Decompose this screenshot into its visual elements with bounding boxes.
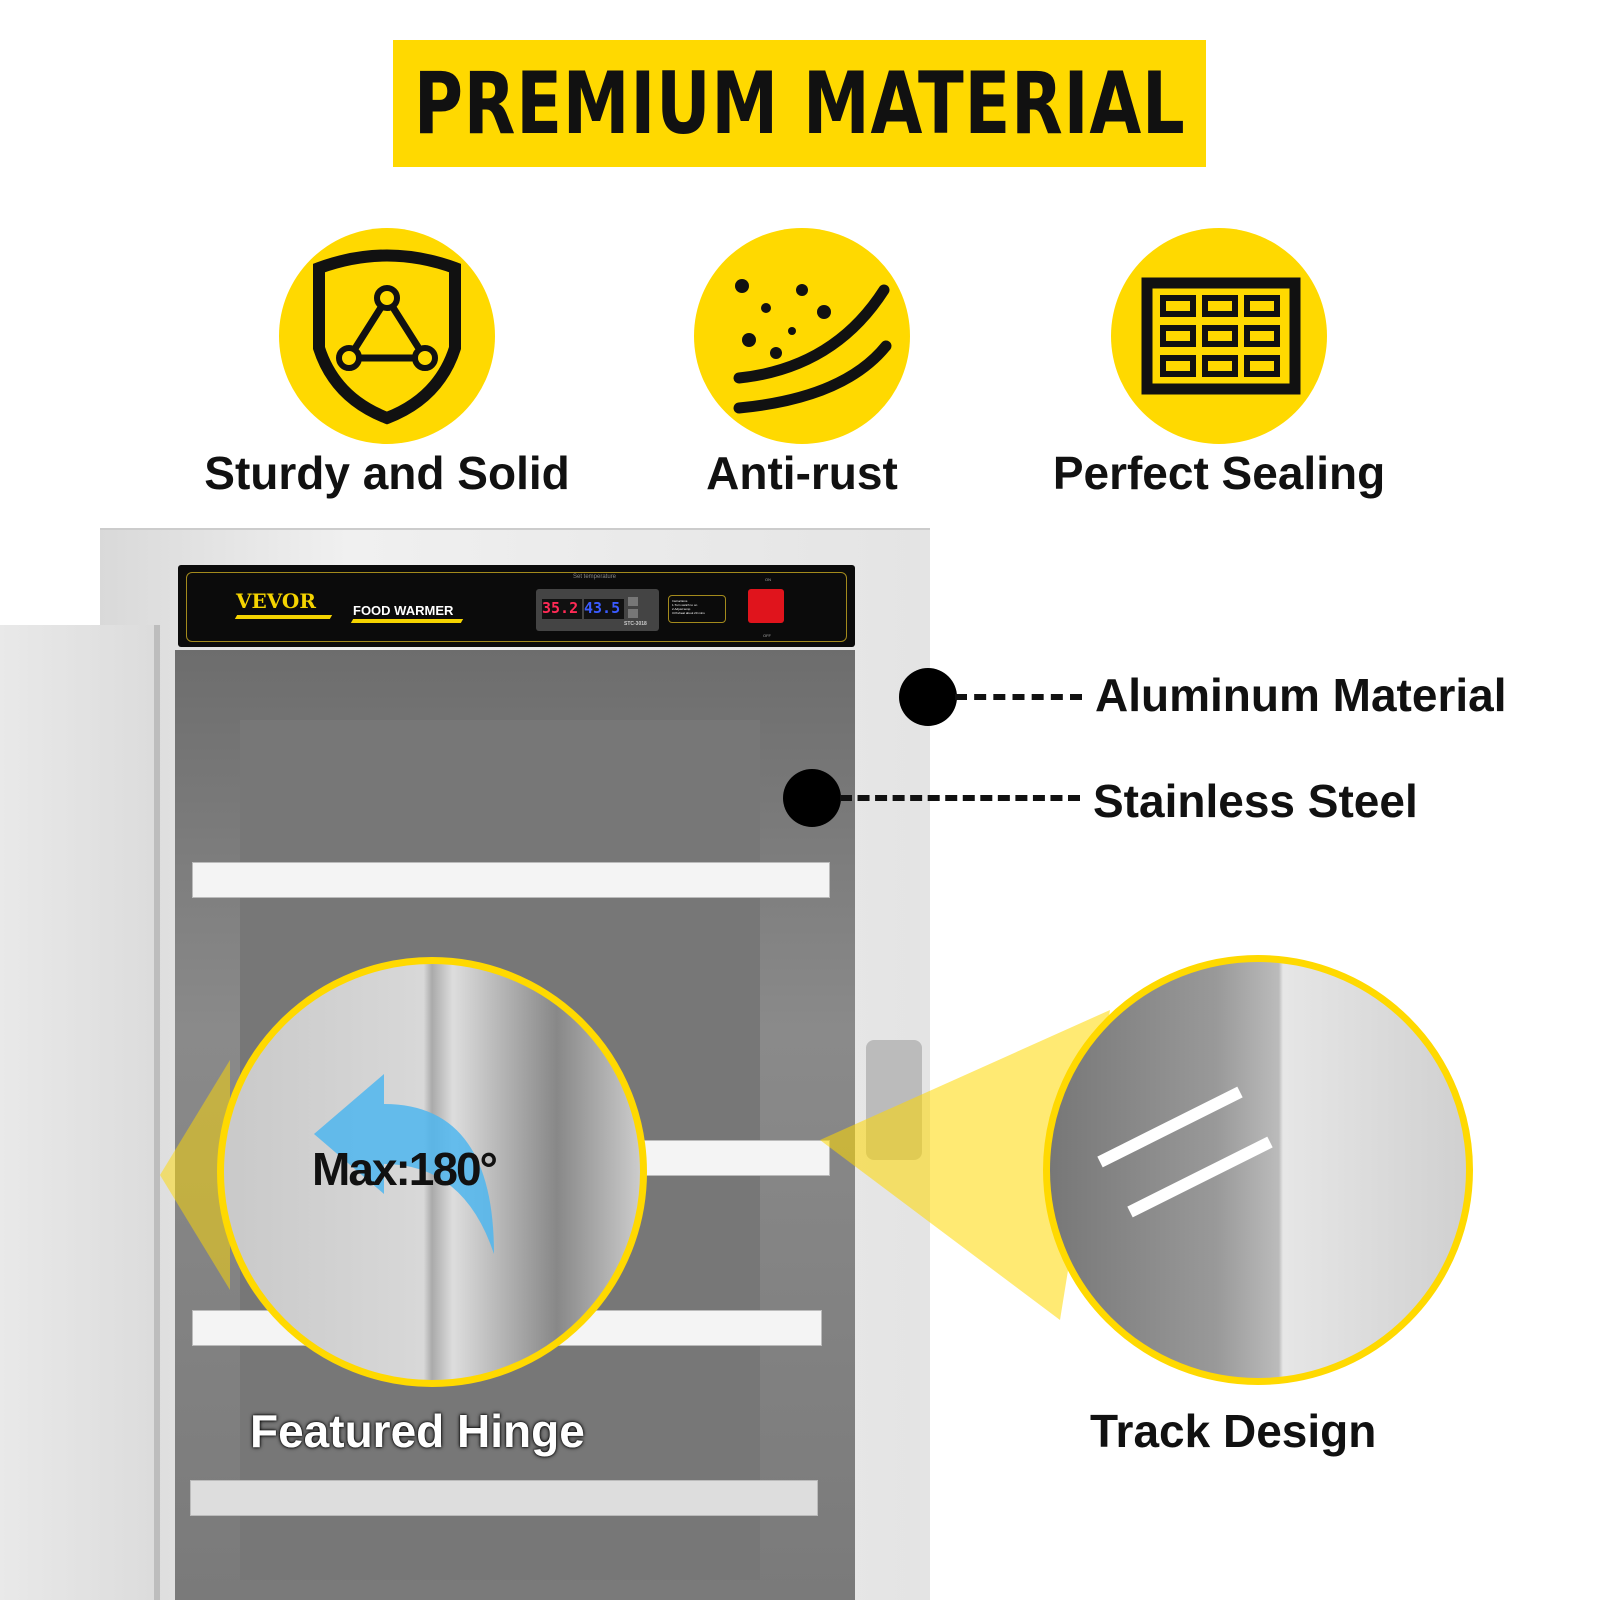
control-panel: VEVOR FOOD WARMER Set temperature 35.2 4… [178,565,855,647]
cabinet-door[interactable] [0,625,160,1600]
hinge-detail: Max:180° [217,957,647,1387]
sealing-grid-icon [1111,228,1327,444]
switch-on-label: ON [765,577,771,582]
track-label: Track Design [1090,1405,1377,1457]
shelf [190,1480,818,1516]
track-cone [820,1010,1110,1320]
current-temp-display: 35.2 [542,599,582,619]
hinge-cone [160,1060,230,1290]
brand-logo: VEVOR [236,589,316,613]
callout-dot [783,769,841,827]
feature-label: Anti-rust [706,447,898,499]
set-temp-display: 43.5 [584,599,624,619]
anti-rust-icon [694,228,910,444]
callout-line [840,795,1080,801]
title-banner: PREMIUM MATERIAL [393,40,1206,167]
callout-aluminum: Aluminum Material [1095,669,1507,721]
down-button[interactable] [628,609,638,618]
hinge-angle: Max:180° [312,1143,498,1195]
set-temp-label: Set temperature [573,574,617,580]
shelf [192,862,830,898]
temperature-controller: 35.2 43.5 STC-3018 [536,589,659,631]
controller-model: STC-3018 [624,621,647,627]
track-detail [1043,955,1473,1385]
up-button[interactable] [628,597,638,606]
hinge-label: Featured Hinge [250,1405,585,1457]
feature-label: Sturdy and Solid [204,447,570,499]
shield-icon [279,228,495,444]
callout-stainless: Stainless Steel [1093,775,1418,827]
product-name: FOOD WARMER [353,603,454,618]
instruction-step: 3.Preheat about 20 mins [672,611,705,615]
power-switch[interactable] [748,589,784,623]
instructions-title: Instructions [672,599,688,603]
instruction-step: 1.Turn switch to on [672,603,698,607]
feature-label: Perfect Sealing [1052,447,1386,499]
switch-off-label: OFF [763,633,771,638]
callout-dot [899,668,957,726]
instructions-box: Instructions 1.Turn switch to on 2.Adjus… [668,595,726,623]
rotate-arrow-icon [314,1074,494,1254]
slide-arrows-icon [1097,1086,1273,1218]
callout-line [955,694,1082,700]
instruction-step: 2.Adjust temp [672,607,691,611]
page-title: PREMIUM MATERIAL [413,53,1186,154]
